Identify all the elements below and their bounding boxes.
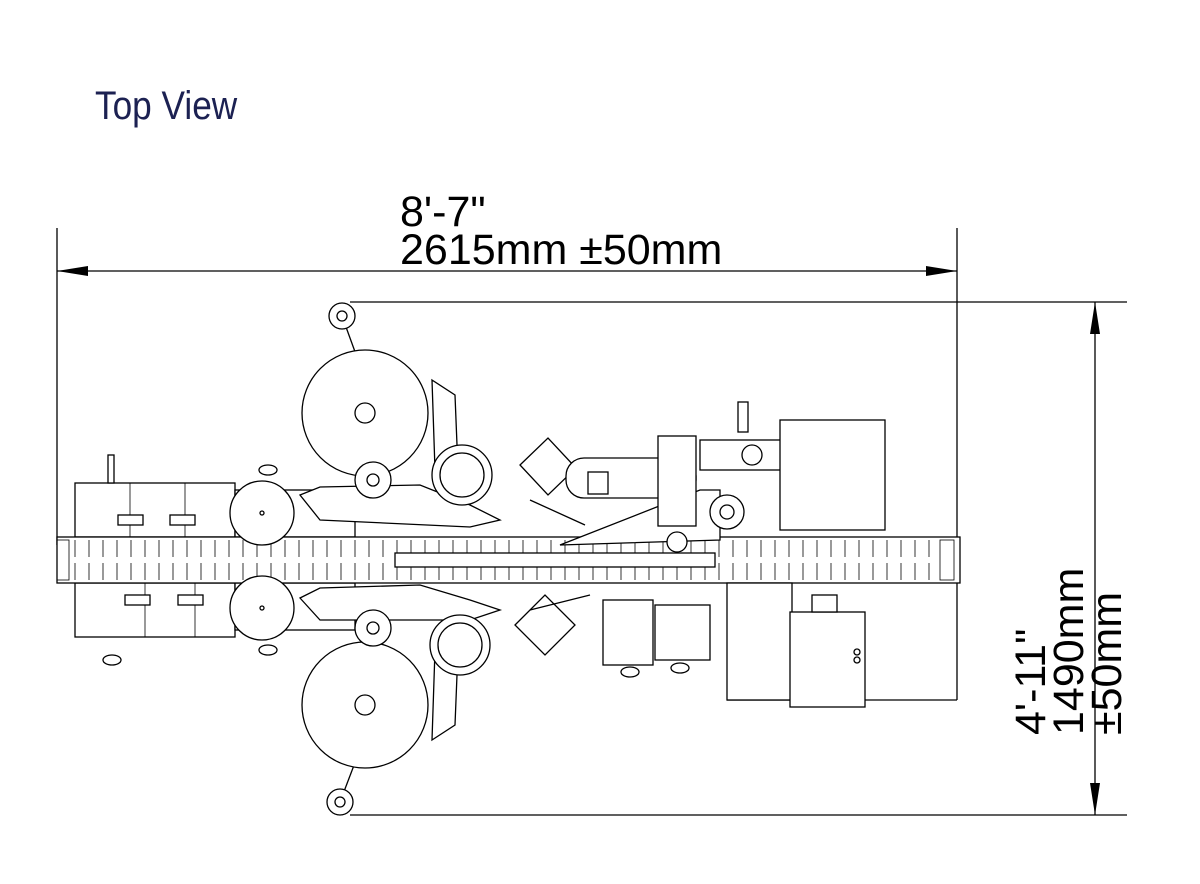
applicator-bottom [298, 584, 711, 742]
label-roll-bottom [229, 575, 429, 816]
control-box [726, 582, 866, 708]
length-imperial: 8'-7" [400, 188, 486, 236]
applicator-top [298, 378, 886, 553]
width-dimension-line [350, 301, 1127, 816]
length-metric: 2615mm ±50mm [400, 226, 723, 274]
view-title: Top View [95, 84, 238, 128]
conveyor [56, 536, 961, 584]
length-dimension-line [56, 228, 958, 545]
label-roll-top [229, 302, 429, 546]
length-dimension-label: 8'-7" 2615mm ±50mm [400, 188, 723, 274]
